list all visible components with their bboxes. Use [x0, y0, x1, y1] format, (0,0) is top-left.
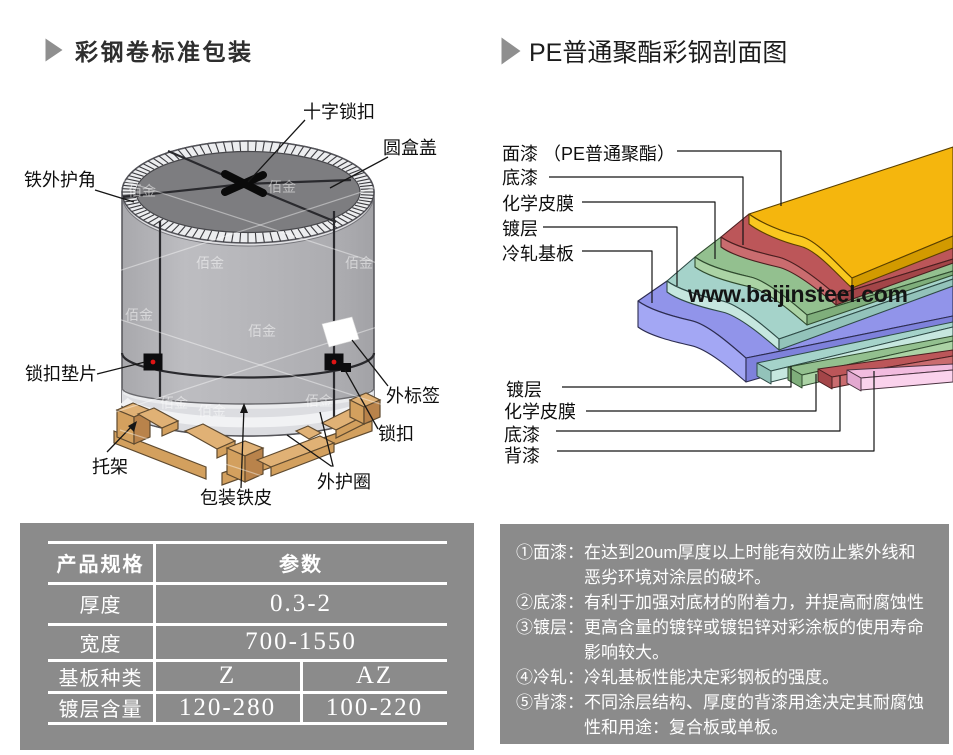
coil-illustration: 佰金 佰金 佰金 佰金 佰金 佰金 佰金 佰金 佰金: [59, 119, 461, 541]
label-chemical-film-bottom: 化学皮膜: [504, 402, 576, 422]
triangle-marker-icon: [45, 38, 63, 62]
watermark-text: 佰金: [268, 179, 296, 195]
spec-row-value: 700-1550: [245, 628, 357, 655]
note-item: ①面漆： 在达到20um厚度以上时能有效防止紫外线和恶劣环境对涂层的破坏。: [516, 540, 929, 590]
watermark-text: 佰金: [305, 393, 333, 409]
label-backcoat: 背漆: [504, 446, 540, 466]
spec-row-value: 120-280: [178, 693, 277, 721]
watermark-text: 佰金: [128, 183, 156, 199]
spec-header-label: 产品规格: [56, 554, 145, 576]
label-iron-corner: 铁外护角: [24, 170, 96, 190]
section-title-left: 彩钢卷标准包装: [44, 33, 254, 67]
note-item: ⑤背漆： 不同涂层结构、厚度的背漆用途决定其耐腐蚀性和用途：复合板或单板。: [516, 690, 929, 740]
table-line: [48, 582, 447, 585]
note-item: ②底漆： 有利于加强对底材的附着力，并提高耐腐蚀性: [516, 590, 929, 615]
watermark-text: 佰金: [196, 255, 224, 271]
watermark-line: [119, 429, 461, 541]
notes-panel: ①面漆： 在达到20um厚度以上时能有效防止紫外线和恶劣环境对涂层的破坏。 ②底…: [500, 524, 949, 744]
cross-lock-marker: [221, 170, 267, 197]
watermark-url: www.baijinsteel.com: [688, 281, 908, 307]
watermark-line: [59, 159, 461, 291]
buckles: [143, 353, 351, 372]
label-plating-top: 镀层: [502, 219, 538, 239]
note-label: ①面漆：: [516, 543, 584, 562]
watermark-text: 佰金: [160, 395, 188, 411]
page-title-left: 彩钢卷标准包装: [75, 39, 254, 65]
label-outer-ring: 外护圈: [317, 472, 371, 492]
note-text: 在达到20um厚度以上时能有效防止紫外线和恶劣环境对涂层的破坏。: [584, 543, 916, 587]
note-label: ⑤背漆：: [516, 693, 584, 712]
table-line: [48, 691, 447, 694]
note-label: ②底漆：: [516, 593, 584, 612]
watermark-line: [59, 299, 461, 431]
spec-header-value: 参数: [279, 554, 323, 576]
table-line: [48, 659, 447, 662]
label-base-plate: 冷轧基板: [502, 244, 574, 264]
triangle-marker-icon: [501, 37, 521, 65]
coil-rim-ticks: [122, 141, 374, 243]
label-cross-lock: 十字锁扣: [303, 102, 375, 122]
table-line: [48, 722, 447, 725]
label-plating-bottom: 镀层: [506, 380, 542, 400]
left-watermarks: 佰金 佰金 佰金 佰金 佰金 佰金 佰金 佰金 佰金: [59, 159, 461, 541]
page-title-right: PE普通聚酯彩钢剖面图: [529, 39, 788, 67]
note-text: 冷轧基板性能决定彩钢板的强度。: [584, 668, 839, 687]
table-line: [48, 623, 447, 626]
note-label: ④冷轧：: [516, 668, 584, 687]
coil-leader-lines: [94, 119, 389, 489]
coil-bottom-band: [122, 388, 374, 436]
spec-row-label: 镀层含量: [58, 699, 143, 721]
label-lock-washer: 锁扣垫片: [25, 364, 97, 384]
label-lock: 锁扣: [378, 424, 414, 444]
outer-label-sticker: [321, 316, 360, 348]
label-chemical-film-top: 化学皮膜: [502, 194, 574, 214]
watermark-line: [119, 429, 461, 541]
label-packing-sheet: 包装铁皮: [200, 488, 272, 508]
spec-row-value: Z: [218, 662, 237, 689]
table-line: [153, 541, 156, 724]
table-line: [300, 659, 303, 724]
coil-lid: [135, 150, 361, 234]
note-text: 更高含量的镀锌或镀铝锌对彩涂板的使用寿命影响较大。: [584, 618, 924, 662]
label-round-lid: 圆盒盖: [383, 138, 437, 158]
watermark-line: [59, 299, 461, 431]
layer-leader-lines: [543, 150, 875, 452]
note-item: ④冷轧： 冷轧基板性能决定彩钢板的强度。: [516, 665, 929, 690]
layer-yellow: [748, 146, 953, 289]
watermark-text: 佰金: [198, 403, 226, 419]
watermark-text: 佰金: [125, 307, 153, 323]
section-title-right: PE普通聚酯彩钢剖面图: [500, 33, 787, 69]
note-text: 不同涂层结构、厚度的背漆用途决定其耐腐蚀性和用途：复合板或单板。: [584, 693, 924, 737]
watermark-line: [59, 159, 461, 291]
spec-row-label: 厚度: [79, 595, 122, 617]
label-primer-bottom: 底漆: [504, 425, 540, 445]
spec-table-panel: 产品规格 参数 厚度 0.3-2 宽度 700-1550 基板种类 Z AZ 镀…: [20, 523, 474, 750]
note-label: ③镀层：: [516, 618, 584, 637]
table-line: [48, 541, 447, 544]
watermark-text: 佰金: [248, 323, 276, 339]
spec-row-value: AZ: [355, 662, 394, 689]
spec-row-value: 100-220: [325, 693, 424, 721]
label-bracket: 托架: [92, 457, 128, 477]
pallet: [113, 392, 382, 486]
coil-arrowheads: [128, 403, 248, 432]
label-primer-top: 底漆: [502, 168, 538, 188]
note-item: ③镀层： 更高含量的镀锌或镀铝锌对彩涂板的使用寿命影响较大。: [516, 615, 929, 665]
label-outer-label: 外标签: [386, 386, 440, 406]
spec-row-label: 基板种类: [58, 667, 143, 690]
spec-row-value: 0.3-2: [269, 589, 333, 617]
layers-illustration: [543, 146, 953, 452]
note-text: 有利于加强对底材的附着力，并提高耐腐蚀性: [584, 593, 924, 612]
spec-row-label: 宽度: [79, 633, 122, 656]
watermark-text: 佰金: [345, 255, 373, 271]
label-topcoat: 面漆 （PE普通聚酯）: [502, 144, 676, 164]
